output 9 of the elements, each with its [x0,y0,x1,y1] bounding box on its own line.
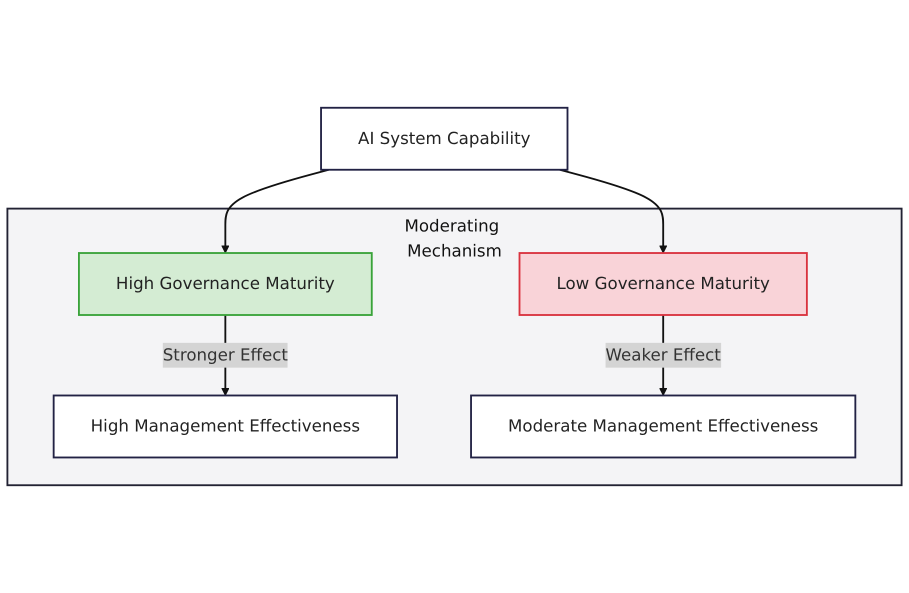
node-box: Low Governance Maturity [518,252,808,316]
node-box: High Management Effectiveness [52,394,398,458]
edge-label: Stronger Effect [162,346,288,365]
edge-label: Weaker Effect [606,346,721,365]
node-box: AI System Capability [320,106,568,171]
arrow [221,168,330,254]
node-box: Moderate Management Effectiveness [470,394,856,458]
arrow [560,168,668,254]
node-box: High Governance Maturity [78,252,373,316]
